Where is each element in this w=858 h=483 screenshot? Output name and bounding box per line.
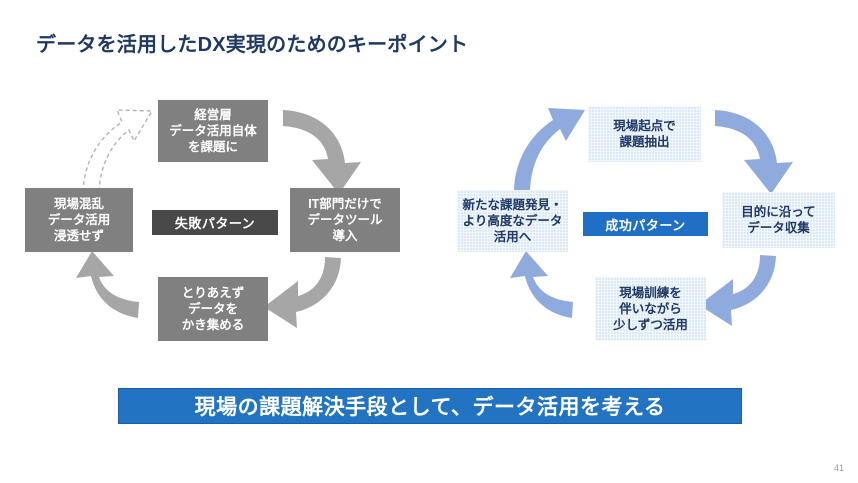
failure-node-right[interactable]: IT部門だけで データツール 導入 xyxy=(290,188,400,252)
curved-arrow-down-right-icon xyxy=(283,110,361,194)
success-node-right[interactable]: 目的に沿って データ収集 xyxy=(722,192,835,248)
success-node-bottom[interactable]: 現場訓練を 伴いながら 少しずつ活用 xyxy=(595,277,706,341)
failure-node-top[interactable]: 経営層 データ活用自体 を課題に xyxy=(158,100,268,162)
page-title: データを活用したDX実現のためのキーポイント xyxy=(36,34,469,56)
curved-arrow-down-right-icon xyxy=(715,110,793,194)
failure-pattern-label: 失敗パターン xyxy=(152,210,278,235)
failure-node-left[interactable]: 現場混乱 データ活用 浸透せず xyxy=(25,188,133,252)
failure-node-bottom[interactable]: とりあえず データを かき集める xyxy=(158,277,268,341)
dashed-curved-arrow-up-right-icon xyxy=(82,109,154,194)
curved-arrow-up-right-icon xyxy=(514,108,585,191)
key-message-banner: 現場の課題解決手段として、データ活用を考える xyxy=(118,388,742,424)
page-number: 41 xyxy=(833,463,844,473)
curved-arrow-down-left-icon xyxy=(264,257,341,328)
success-node-left[interactable]: 新たな課題発見・ より高度なデータ 活用へ xyxy=(457,190,568,252)
curved-arrow-up-left-icon xyxy=(510,251,573,318)
success-pattern-label: 成功パターン xyxy=(583,212,708,236)
success-node-top[interactable]: 現場起点で 課題抽出 xyxy=(588,106,701,162)
curved-arrow-up-left-icon xyxy=(76,251,139,318)
curved-arrow-down-left-icon xyxy=(699,255,776,326)
